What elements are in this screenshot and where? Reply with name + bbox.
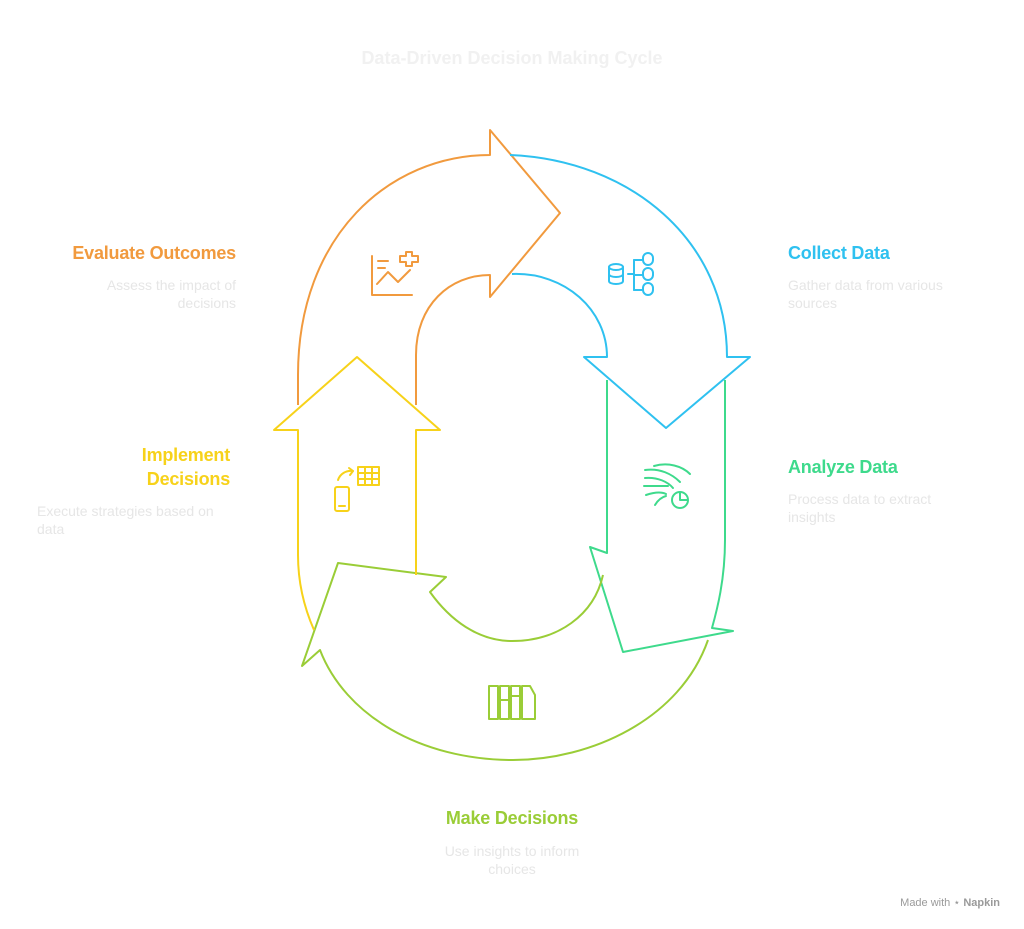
analyze-data-label: Analyze Data: [788, 457, 898, 477]
table-phone-icon: [334, 466, 380, 512]
analyze-data-description: Process data to extract insights: [788, 491, 932, 525]
make-decisions-description: Use insights to inform choices: [444, 843, 580, 877]
analytics-icon: [643, 463, 691, 509]
evaluate-outcomes-description: Assess the impact of decisions: [106, 277, 236, 311]
implement-arrow: [273, 356, 441, 631]
made-with-text: Made with: [900, 897, 951, 909]
made-with-napkin-badge[interactable]: Made with ⋆ Napkin: [900, 896, 1000, 909]
napkin-logo-icon: ⋆: [953, 897, 961, 909]
analyze-arrow: [589, 380, 734, 653]
collect-data-label: Collect Data: [788, 243, 890, 263]
evaluate-arrow: [297, 129, 561, 405]
chart-plus-icon: [371, 251, 419, 296]
columns-icon: [488, 685, 536, 720]
diagram-title: Data-Driven Decision Making Cycle: [361, 48, 663, 68]
implement-decisions-label: Implement Decisions: [141, 445, 230, 489]
collect-arrow: [509, 154, 751, 429]
napkin-brand: Napkin: [963, 897, 1000, 909]
database-icon: [608, 252, 654, 296]
implement-decisions-description: Execute strategies based on data: [37, 503, 214, 537]
evaluate-outcomes-label: Evaluate Outcomes: [72, 243, 236, 263]
collect-data-description: Gather data from various sources: [788, 277, 943, 311]
decide-arrow: [301, 562, 709, 761]
make-decisions-label: Make Decisions: [445, 808, 579, 828]
